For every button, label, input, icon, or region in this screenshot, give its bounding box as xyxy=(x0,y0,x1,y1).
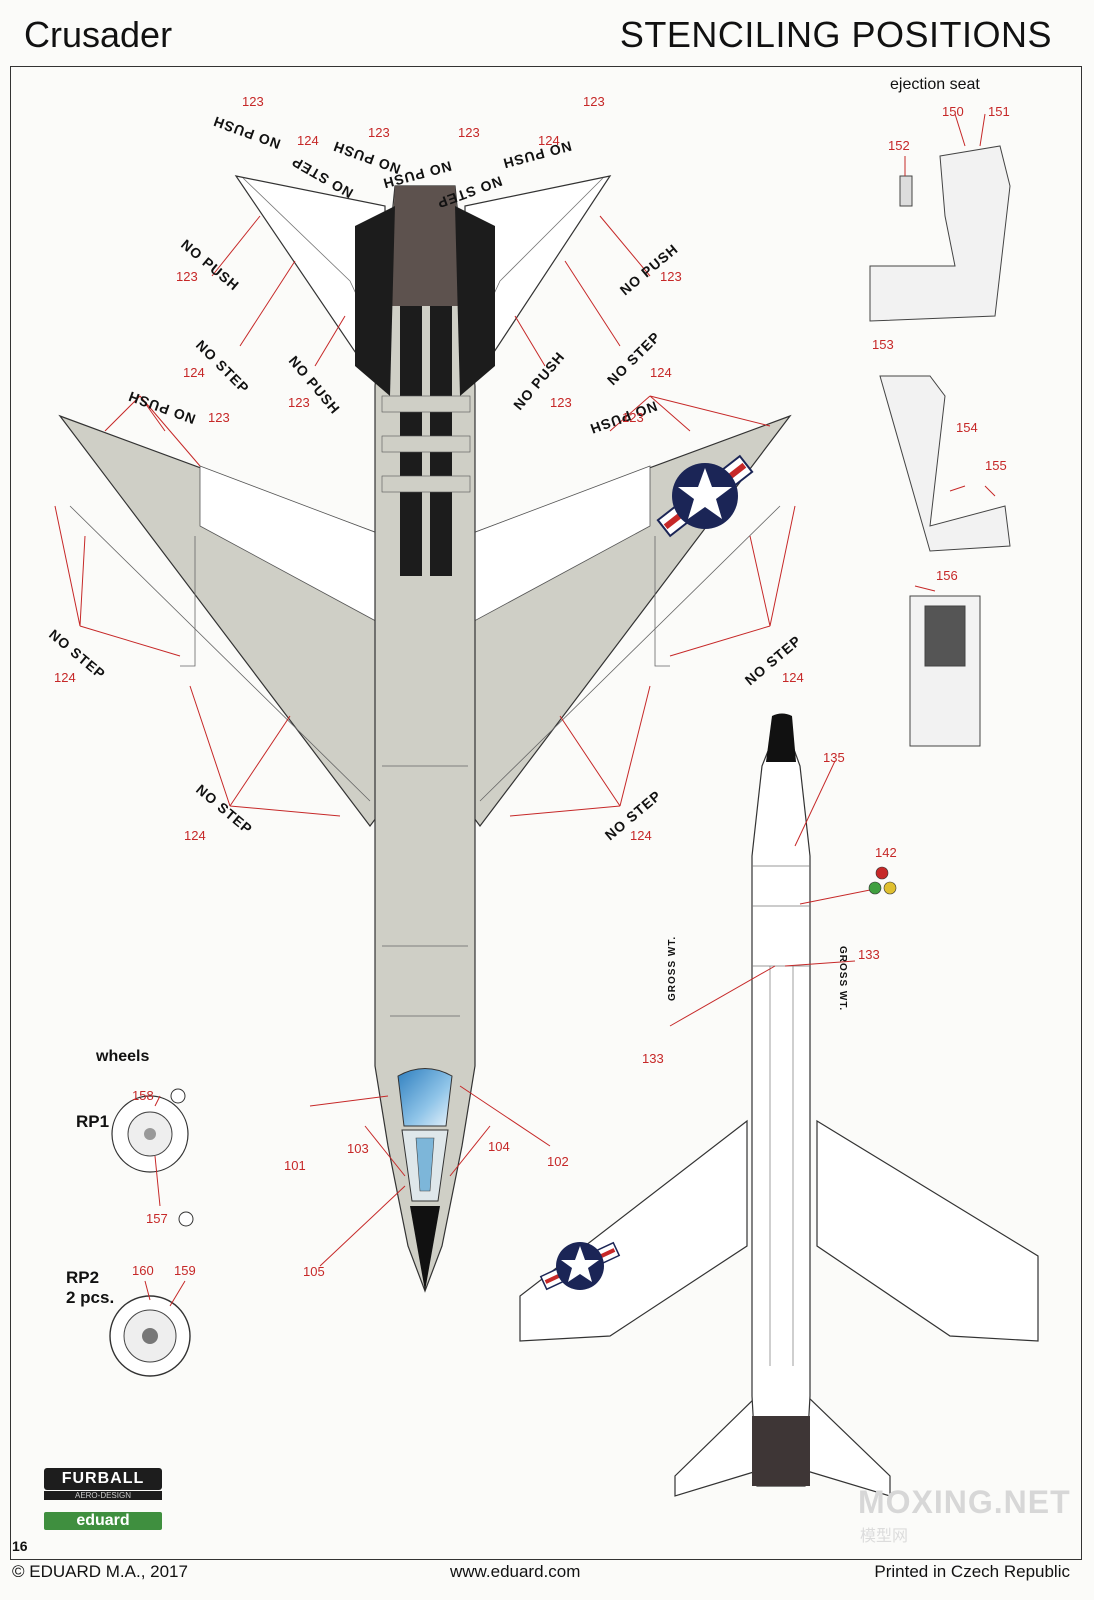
callout-lines-main xyxy=(54,215,796,1267)
rp1-label: RP1 xyxy=(76,1112,110,1131)
svg-text:160: 160 xyxy=(132,1263,154,1278)
svg-text:123: 123 xyxy=(660,269,682,284)
watermark: MOXING.NET xyxy=(858,1484,1071,1520)
svg-text:123: 123 xyxy=(288,395,310,410)
svg-text:133: 133 xyxy=(642,1051,664,1066)
svg-text:123: 123 xyxy=(458,125,480,140)
svg-text:124: 124 xyxy=(183,365,205,380)
instruction-sheet: Crusader STENCILING POSITIONS xyxy=(10,0,1084,1600)
page-title: STENCILING POSITIONS xyxy=(619,14,1052,55)
svg-text:159: 159 xyxy=(174,1263,196,1278)
svg-text:103: 103 xyxy=(347,1141,369,1156)
tail-exhaust xyxy=(388,186,462,306)
ejection-seat-views xyxy=(869,113,1011,747)
svg-text:123: 123 xyxy=(176,269,198,284)
main-aircraft-underside xyxy=(58,175,792,1293)
svg-text:123: 123 xyxy=(583,94,605,109)
svg-text:NO PUSH: NO PUSH xyxy=(178,236,243,294)
printed-in: Printed in Czech Republic xyxy=(874,1562,1070,1581)
svg-text:NO PUSH: NO PUSH xyxy=(211,113,283,152)
svg-text:102: 102 xyxy=(547,1154,569,1169)
svg-text:GROSS WT.: GROSS WT. xyxy=(837,946,848,1011)
svg-text:142: 142 xyxy=(875,845,897,860)
watermark-sub: 模型网 xyxy=(860,1528,909,1545)
copyright: © EDUARD M.A., 2017 xyxy=(12,1562,188,1581)
svg-text:157: 157 xyxy=(146,1211,168,1226)
svg-text:123: 123 xyxy=(622,410,644,425)
svg-text:124: 124 xyxy=(297,133,319,148)
svg-text:104: 104 xyxy=(488,1139,510,1154)
svg-text:152: 152 xyxy=(888,138,910,153)
secondary-aircraft-top xyxy=(519,713,1039,1497)
svg-text:124: 124 xyxy=(184,828,206,843)
svg-text:124: 124 xyxy=(538,133,560,148)
svg-text:124: 124 xyxy=(630,828,652,843)
eduard-logo: eduard xyxy=(44,1512,162,1530)
nose-radome xyxy=(410,1206,440,1291)
national-insignia xyxy=(656,454,754,538)
svg-text:123: 123 xyxy=(550,395,572,410)
svg-text:133: 133 xyxy=(858,947,880,962)
svg-text:124: 124 xyxy=(650,365,672,380)
svg-text:GROSS WT.: GROSS WT. xyxy=(667,936,678,1001)
wheels-detail xyxy=(109,1088,194,1377)
canopy xyxy=(397,1068,453,1127)
svg-text:101: 101 xyxy=(284,1158,306,1173)
wheels-label: wheels xyxy=(96,1048,150,1065)
website-link[interactable]: www.eduard.com xyxy=(450,1562,581,1581)
svg-text:150: 150 xyxy=(942,104,964,119)
svg-text:NO PUSH: NO PUSH xyxy=(331,138,403,177)
ejection-seat-label: ejection seat xyxy=(890,76,980,93)
drawing-area: NO PUSH NO STEP NO PUSH NO PUSH NO STEP … xyxy=(46,94,1039,1497)
brand-logos: FURBALL AERO-DESIGN eduard xyxy=(44,1468,162,1530)
callout-numbers: 123 124 123 123 124 123 123 123 124 123 … xyxy=(54,94,1010,1279)
svg-text:155: 155 xyxy=(985,458,1007,473)
svg-text:124: 124 xyxy=(54,670,76,685)
rp2-label: RP2 xyxy=(66,1268,100,1287)
svg-text:123: 123 xyxy=(242,94,264,109)
svg-text:123: 123 xyxy=(208,410,230,425)
page-number: 16 xyxy=(12,1538,28,1554)
furball-subtitle: AERO-DESIGN xyxy=(44,1491,162,1500)
svg-text:123: 123 xyxy=(368,125,390,140)
svg-text:105: 105 xyxy=(303,1264,325,1279)
furball-logo: FURBALL xyxy=(44,1468,162,1490)
svg-text:154: 154 xyxy=(956,420,978,435)
page-frame xyxy=(10,66,1082,1560)
svg-text:158: 158 xyxy=(132,1088,154,1103)
svg-text:151: 151 xyxy=(988,104,1010,119)
rp2-quantity: 2 pcs. xyxy=(66,1288,115,1307)
svg-text:153: 153 xyxy=(872,337,894,352)
svg-text:135: 135 xyxy=(823,750,845,765)
svg-text:124: 124 xyxy=(782,670,804,685)
model-name: Crusader xyxy=(24,14,173,55)
svg-text:156: 156 xyxy=(936,568,958,583)
